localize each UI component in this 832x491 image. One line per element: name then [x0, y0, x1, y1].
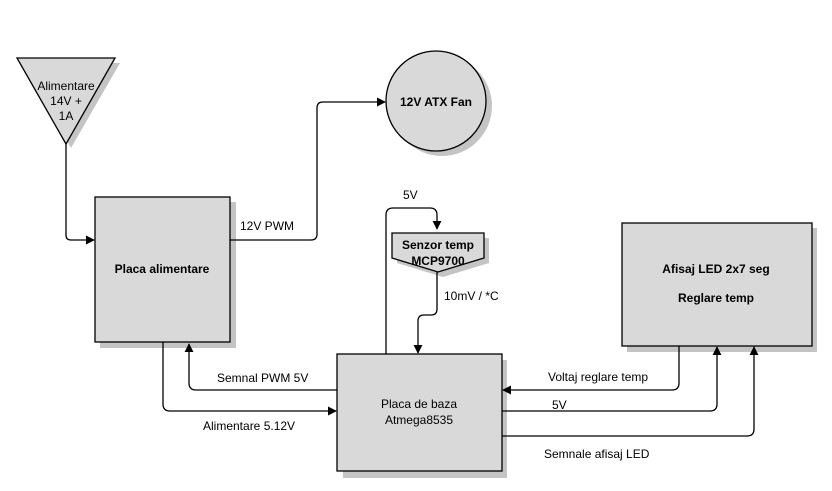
edge-supply-to-power-board [65, 144, 95, 245]
fan-circle [385, 50, 487, 152]
supply-triangle [15, 57, 117, 146]
edge-led-signals [502, 346, 759, 437]
edge-voltage-adjust [502, 346, 680, 395]
fan-label: 12V ATX Fan [400, 95, 472, 109]
edge-pwm-signal [184, 343, 337, 391]
label-sensor-out: 10mV / *C [444, 289, 499, 303]
node-led-display: Afisaj LED 2x7 seg Reglare temp [621, 222, 813, 347]
sensor-shape [391, 232, 485, 273]
label-led-signals: Semnale afisaj LED [544, 447, 650, 461]
edge-led-5v [502, 346, 722, 412]
edges [65, 97, 759, 437]
led-display-label-line1: Afisaj LED 2x7 seg [662, 262, 769, 276]
main-board-label-line1: Placa de baza [381, 397, 457, 411]
power-board-label: Placa alimentare [115, 262, 210, 276]
led-display-label-line2: Reglare temp [678, 291, 754, 305]
label-pwm-12v: 12V PWM [240, 219, 294, 233]
label-voltage-adjust: Voltaj reglare temp [548, 370, 648, 384]
sensor-label-line1: Senzor temp [402, 238, 474, 252]
node-power-board: Placa alimentare [94, 196, 231, 343]
edge-labels: 12V PWM 5V 10mV / *C Semnal PWM 5V Alime… [203, 188, 650, 461]
supply-label-line3: 1A [59, 109, 74, 123]
edge-sensor-5v [385, 207, 442, 354]
label-sensor-5v: 5V [403, 188, 418, 202]
label-pwm-signal: Semnal PWM 5V [217, 371, 308, 385]
node-sensor: Senzor temp MCP9700 [391, 232, 485, 273]
edge-supply-512 [162, 342, 337, 416]
power-board-box [94, 196, 231, 343]
edge-pwm-12v [230, 97, 386, 241]
main-board-box [336, 353, 503, 472]
label-supply-512: Alimentare 5.12V [203, 419, 295, 433]
supply-label-line2: 14V + [50, 94, 82, 108]
sensor-label-line2: MCP9700 [411, 254, 465, 268]
led-display-box [621, 222, 813, 347]
supply-label-line1: Alimentare [37, 79, 95, 93]
node-main-board: Placa de baza Atmega8535 [336, 353, 503, 472]
node-fan: 12V ATX Fan [385, 50, 487, 152]
edge-sensor-out [413, 272, 438, 354]
main-board-label-line2: Atmega8535 [385, 413, 453, 427]
label-led-5v: 5V [552, 398, 567, 412]
node-supply: Alimentare 14V + 1A [15, 57, 117, 146]
